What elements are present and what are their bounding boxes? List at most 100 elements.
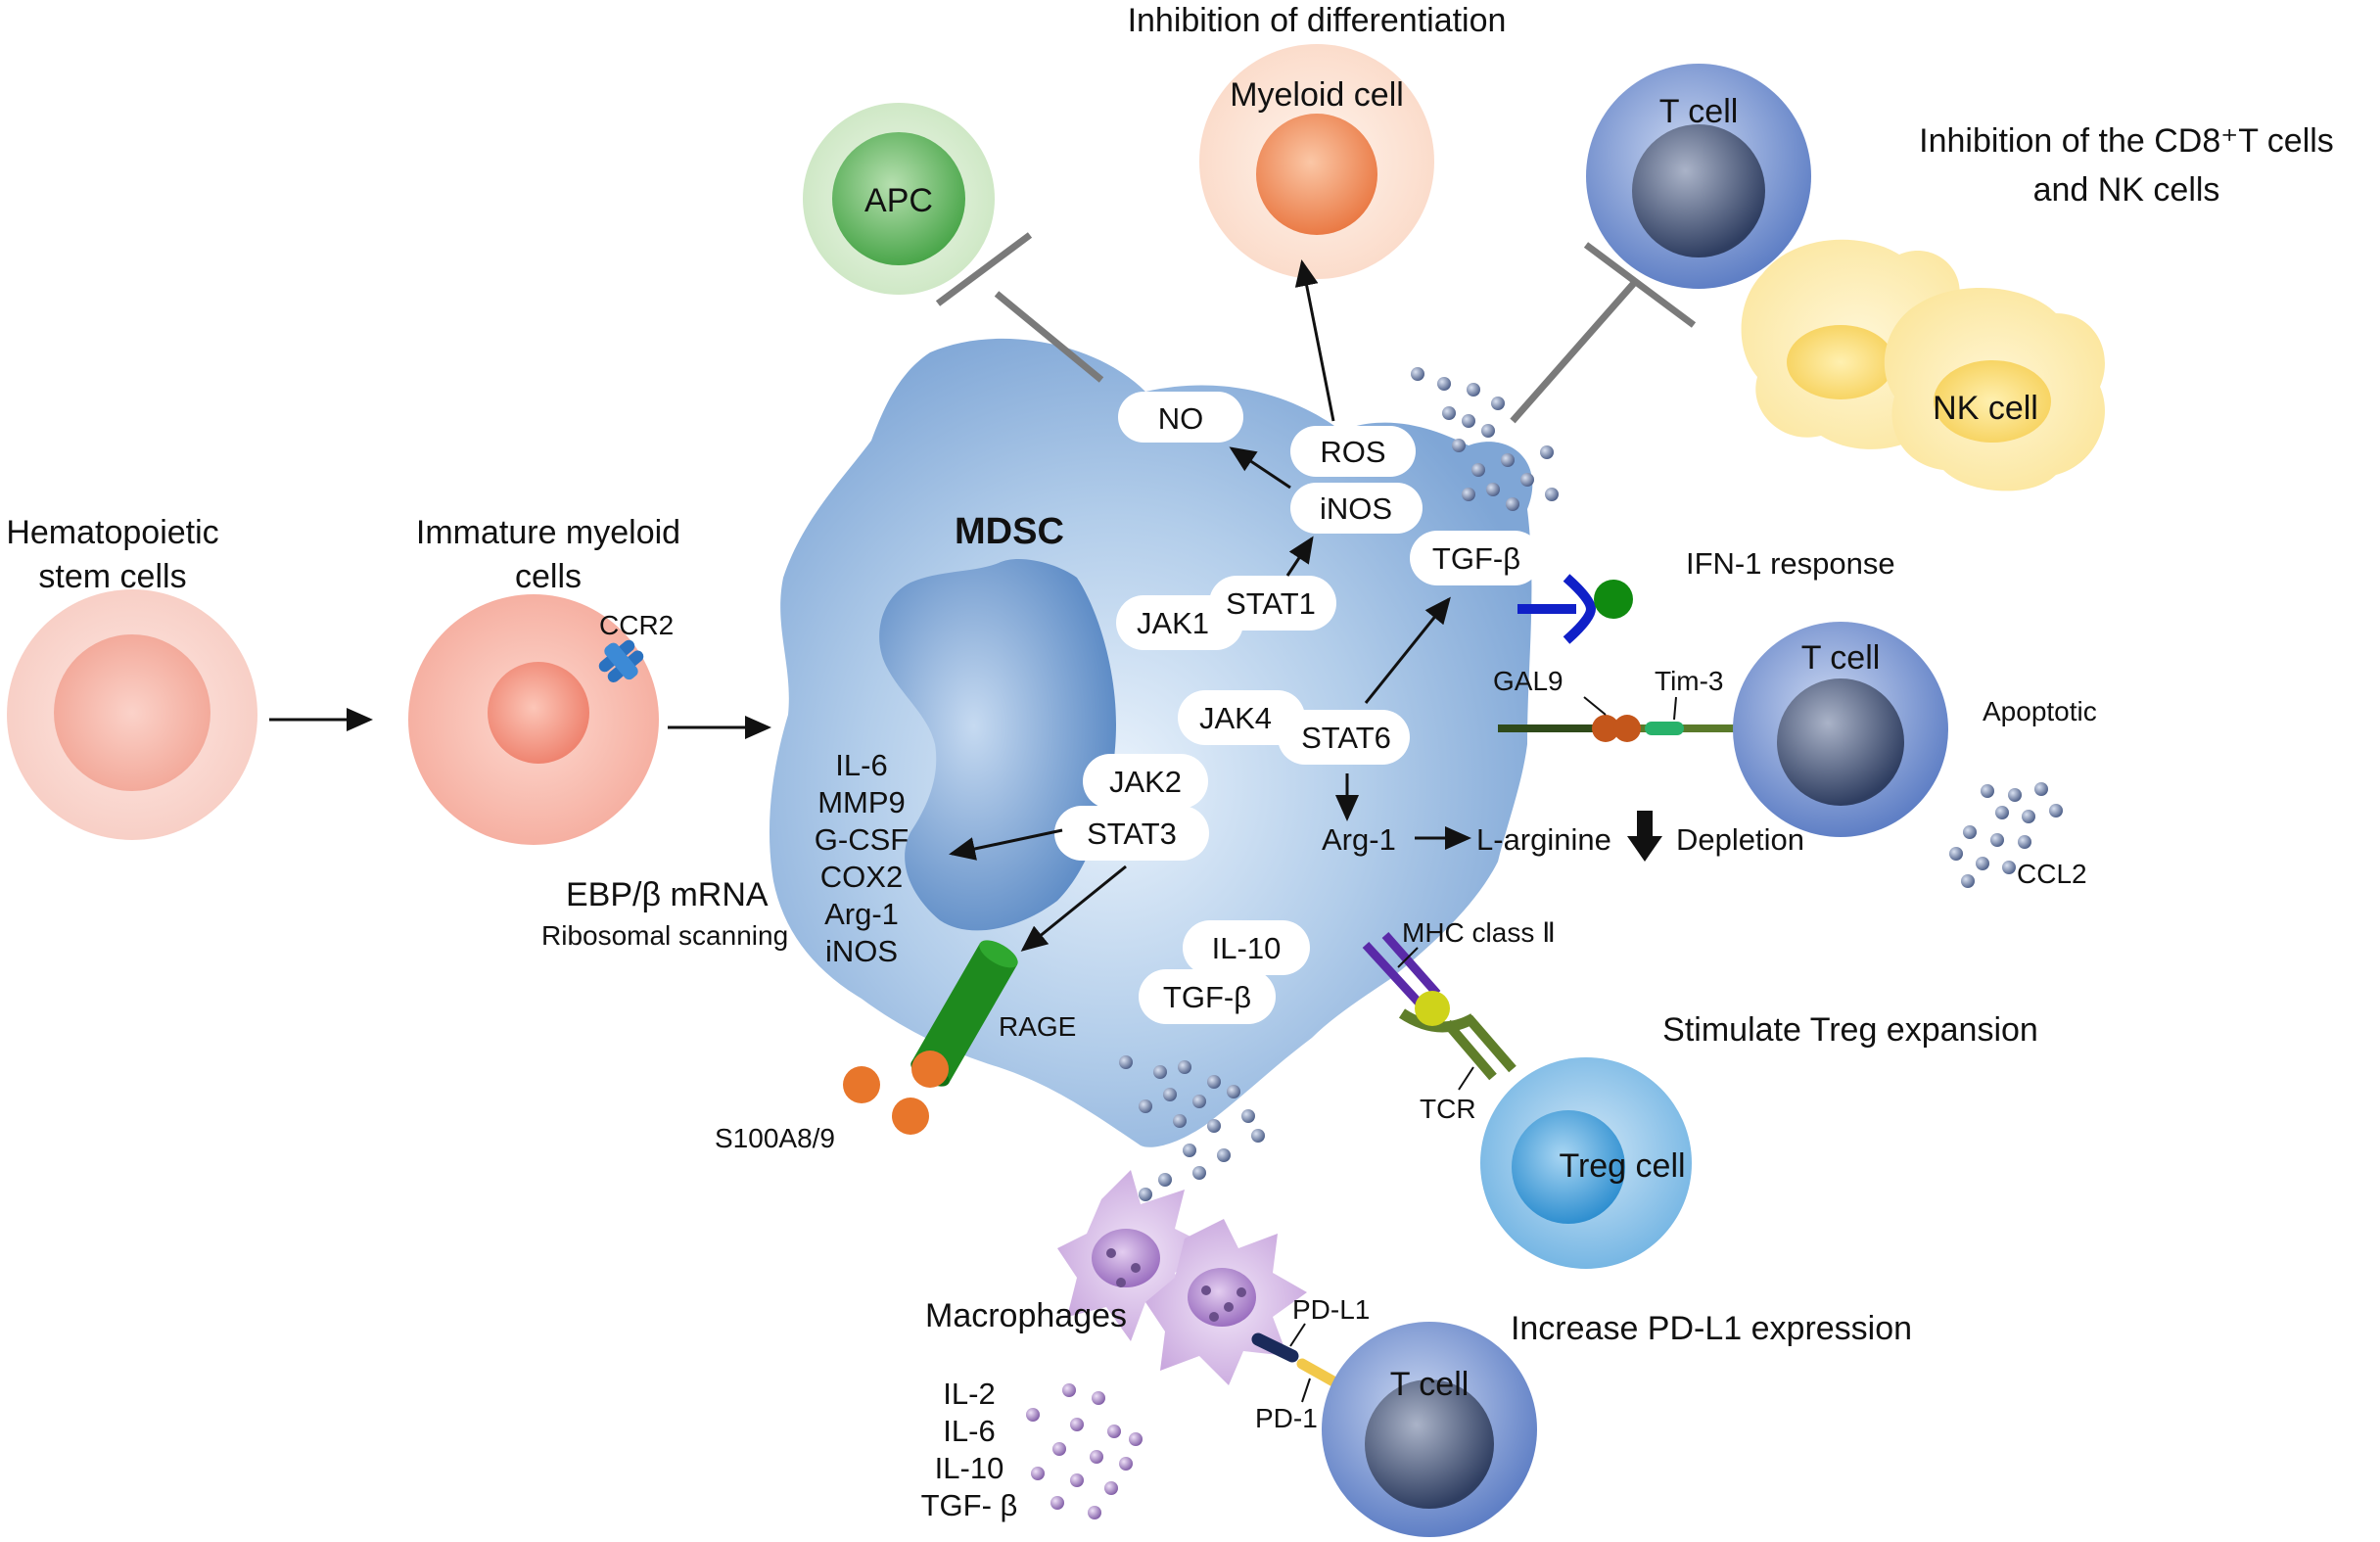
gene-gcsf: G-CSF (815, 822, 909, 857)
tim3-pointer (1673, 696, 1677, 721)
gene-inos: iNOS (825, 934, 898, 968)
cytokine-particle (1092, 1391, 1105, 1405)
arrow-stat3-to-genes (949, 828, 1063, 861)
pdl1-label: PD-L1 (1292, 1294, 1370, 1325)
tcell-apoptotic-inner (1777, 678, 1904, 806)
pill-inos: iNOS (1290, 483, 1423, 534)
hsc-label-2: stem cells (38, 558, 186, 595)
ccl2-particle (1963, 825, 1977, 839)
macrophage-granule (1209, 1312, 1219, 1322)
pill-no: NO (1118, 392, 1243, 443)
secreted-particle (1119, 1055, 1133, 1069)
pill-stat3: STAT3 (1054, 806, 1209, 861)
pill-jak4: JAK4 (1178, 690, 1305, 745)
macrophage-granule (1131, 1263, 1141, 1273)
secreted-particle (1467, 383, 1480, 397)
ccl2-particle (1981, 784, 1994, 798)
svg-text:TGF-β: TGF-β (1163, 980, 1251, 1014)
secreted-particle (1437, 377, 1451, 391)
inhibit-apc-bar (935, 232, 1104, 383)
inhibition-cd8-label-1: Inhibition of the CD8⁺T cells (1919, 122, 2334, 160)
svg-text:STAT3: STAT3 (1087, 817, 1177, 851)
macrophage-granule (1237, 1287, 1246, 1297)
cytokine-particle (1107, 1425, 1121, 1438)
mdsc-cell-body (769, 338, 1533, 1147)
secreted-particle (1173, 1114, 1187, 1128)
secreted-particle (1139, 1188, 1152, 1201)
tcell-apoptotic-label: T cell (1801, 639, 1881, 677)
pill-tgfb-bottom: TGF-β (1139, 969, 1276, 1024)
secreted-particle (1520, 473, 1534, 487)
secreted-particle (1178, 1060, 1191, 1074)
pill-ros: ROS (1290, 426, 1416, 477)
ccl2-particle (2018, 835, 2031, 849)
macrophages-label: Macrophages (925, 1297, 1127, 1334)
treg-inner (1512, 1110, 1625, 1224)
arrow-stat6-to-tgfb (1364, 596, 1451, 704)
gene-mmp9: MMP9 (817, 785, 906, 819)
ccl2-particle (2049, 804, 2063, 818)
secreted-particle (1481, 424, 1495, 438)
ifn-receptor-icon (1517, 574, 1633, 644)
macrophage-granule (1116, 1278, 1126, 1287)
apc-label: APC (864, 182, 933, 219)
s100-ball (911, 1051, 949, 1088)
arrow-stat3-to-rage (1020, 864, 1127, 952)
secreted-particle (1227, 1085, 1240, 1098)
cytokine-particle (1119, 1457, 1133, 1471)
mhc-label: MHC class Ⅱ (1402, 917, 1556, 948)
cytokine-particle (1090, 1450, 1103, 1464)
apc-inner (832, 132, 965, 265)
inhibition-diff-label: Inhibition of differentiation (1128, 2, 1507, 39)
tim3-receptor (1645, 722, 1684, 735)
pdl1-receptor (1251, 1332, 1299, 1363)
immature-inner (488, 662, 589, 764)
secreted-particle (1540, 445, 1554, 459)
cytokine-particle (1070, 1473, 1084, 1487)
secreted-particle (1411, 367, 1424, 381)
cytokine-il10: IL-10 (935, 1451, 1004, 1485)
tcell-top-label: T cell (1659, 93, 1739, 130)
mhc-tcr-complex-icon (1362, 932, 1517, 1081)
ribosomal-label: Ribosomal scanning (541, 920, 788, 951)
ebp-label: EBP/β mRNA (566, 876, 769, 913)
cytokine-particle (1129, 1432, 1143, 1446)
myeloid-label: Myeloid cell (1230, 76, 1404, 114)
cytokine-particle (1026, 1408, 1040, 1422)
tcell-bottom-label: T cell (1390, 1366, 1470, 1403)
svg-text:TGF-β: TGF-β (1432, 541, 1520, 576)
s100-ball (892, 1098, 929, 1135)
secreted-particle (1462, 414, 1475, 428)
secreted-particle (1207, 1075, 1221, 1089)
arrow-ros-to-myeloid (1294, 259, 1335, 422)
treg-expansion-label: Stimulate Treg expansion (1662, 1011, 2038, 1049)
hsc-inner (54, 634, 210, 791)
ccl2-particle (1961, 874, 1975, 888)
cytokine-tgfb: TGF- β (921, 1488, 1018, 1522)
cytokine-particle (1062, 1383, 1076, 1397)
secreted-particle (1442, 406, 1456, 420)
larginine-label: L-arginine (1476, 822, 1611, 857)
tcell-top-inner (1632, 124, 1765, 257)
gene-il6: IL-6 (835, 748, 887, 782)
cytokine-il2: IL-2 (943, 1377, 995, 1411)
secreted-particle (1506, 497, 1519, 511)
secreted-particle (1545, 488, 1559, 501)
gene-arg1: Arg-1 (824, 897, 899, 931)
macrophage-nucleus (1092, 1229, 1160, 1287)
s100-label: S100A8/9 (715, 1123, 835, 1153)
pill-tgfb-top: TGF-β (1410, 531, 1542, 585)
macrophage-granule (1106, 1248, 1116, 1258)
secreted-particle (1207, 1119, 1221, 1133)
cytokine-il6: IL-6 (943, 1414, 995, 1448)
cytokine-particle (1052, 1442, 1066, 1456)
macrophage-nucleus (1188, 1268, 1256, 1327)
secreted-particles (1026, 367, 2063, 1519)
svg-text:iNOS: iNOS (1320, 491, 1392, 526)
svg-text:ROS: ROS (1320, 435, 1385, 469)
svg-text:NO: NO (1158, 401, 1204, 436)
secreted-particle (1139, 1099, 1152, 1113)
ccl2-particle (2022, 810, 2035, 823)
secreted-particle (1251, 1129, 1265, 1143)
